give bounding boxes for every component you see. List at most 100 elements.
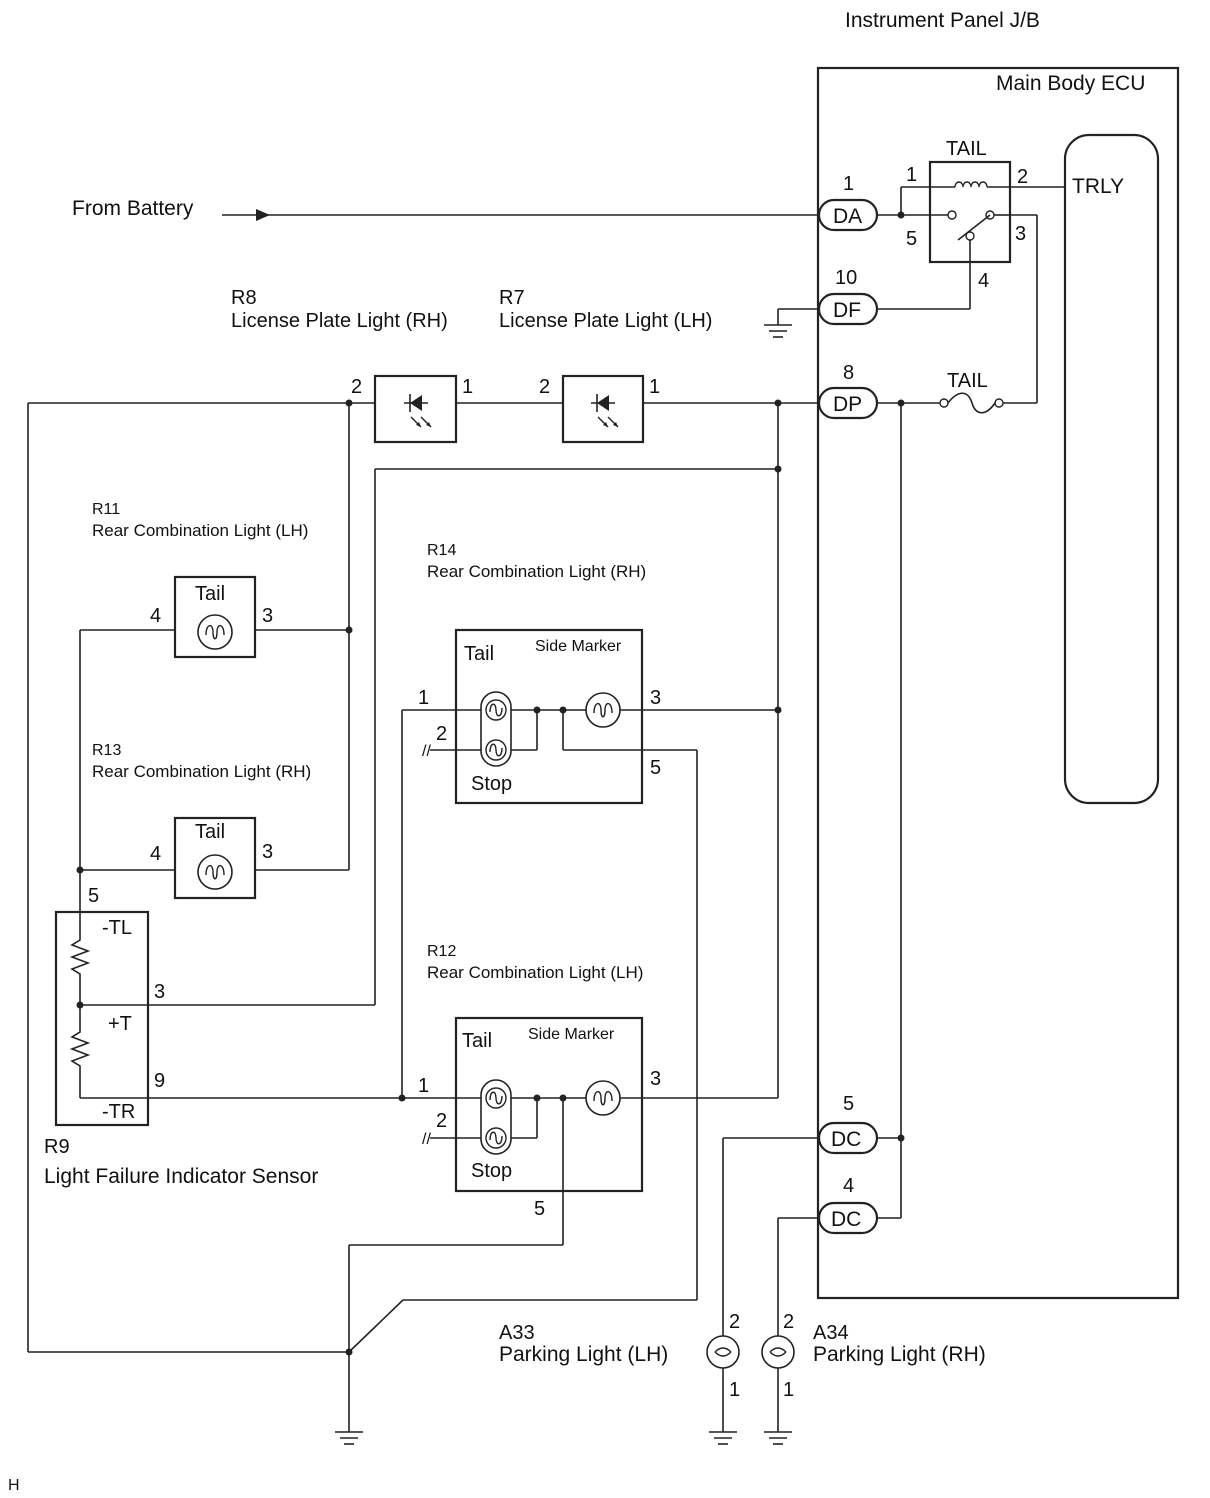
svg-text:DC: DC <box>831 1208 861 1231</box>
svg-text:8: 8 <box>843 362 854 384</box>
ground-a34 <box>763 1431 793 1445</box>
ground-main <box>334 1431 364 1445</box>
battery-arrow <box>256 209 270 221</box>
svg-text:5: 5 <box>650 757 661 779</box>
svg-text:5: 5 <box>534 1198 545 1220</box>
svg-text:1: 1 <box>649 376 660 398</box>
svg-text:Tail: Tail <box>195 583 225 605</box>
r14-name: Rear Combination Light (RH) <box>427 562 646 581</box>
r13-rear-light <box>173 816 257 900</box>
svg-text:5: 5 <box>88 885 99 907</box>
tail-fuse-label: TAIL <box>947 370 988 392</box>
svg-text:2: 2 <box>436 1110 447 1132</box>
relay-pin-2: 2 <box>1017 166 1028 188</box>
r11-code: R11 <box>92 501 120 518</box>
svg-text:1: 1 <box>843 173 854 195</box>
svg-text:2: 2 <box>539 376 550 398</box>
a34-name: Parking Light (RH) <box>813 1343 986 1366</box>
svg-text:1: 1 <box>783 1379 794 1401</box>
svg-text:10: 10 <box>835 267 857 289</box>
svg-text://: // <box>422 743 431 760</box>
svg-text:2: 2 <box>783 1311 794 1333</box>
a33-code: A33 <box>499 1322 535 1344</box>
svg-text:9: 9 <box>154 1070 165 1092</box>
resistor-icon <box>69 1005 91 1098</box>
r8-code: R8 <box>231 287 257 309</box>
r14-code: R14 <box>427 542 456 559</box>
svg-text:Side Marker: Side Marker <box>528 1026 615 1043</box>
r12-rear-light <box>454 1016 644 1193</box>
svg-text:3: 3 <box>262 841 273 863</box>
r7-license-light <box>561 374 645 444</box>
r13-code: R13 <box>92 742 121 759</box>
svg-text:+T: +T <box>108 1013 132 1035</box>
svg-text:Stop: Stop <box>471 773 512 795</box>
svg-text:DF: DF <box>833 299 861 322</box>
svg-text:2: 2 <box>351 376 362 398</box>
a33-name: Parking Light (LH) <box>499 1343 668 1366</box>
ecu-label: Main Body ECU <box>996 72 1145 95</box>
svg-text:1: 1 <box>418 1075 429 1097</box>
svg-text:3: 3 <box>154 981 165 1003</box>
trly-label: TRLY <box>1072 175 1124 198</box>
connector-da: DA 1 <box>817 173 879 232</box>
connector-dc-5: DC 5 <box>817 1093 879 1155</box>
r12-code: R12 <box>427 943 456 960</box>
svg-text:4: 4 <box>843 1175 854 1197</box>
svg-text:Side Marker: Side Marker <box>535 638 622 655</box>
svg-text:1: 1 <box>418 687 429 709</box>
r7-name: License Plate Light (LH) <box>499 310 712 332</box>
svg-text:5: 5 <box>843 1093 854 1115</box>
a33-parking-light <box>706 1335 740 1369</box>
r9-code: R9 <box>44 1136 70 1158</box>
r14-rear-light <box>454 628 644 805</box>
relay-pin-5: 5 <box>906 228 917 250</box>
trly-block <box>1063 133 1160 805</box>
relay-pin-4: 4 <box>978 270 989 292</box>
jb-label: Instrument Panel J/B <box>845 9 1040 32</box>
ground-a33 <box>708 1431 738 1445</box>
r7-code: R7 <box>499 287 525 309</box>
svg-text:DA: DA <box>833 205 862 228</box>
r9-light-failure-sensor <box>54 910 150 1127</box>
svg-text:3: 3 <box>650 687 661 709</box>
svg-text:1: 1 <box>729 1379 740 1401</box>
svg-text:-TR: -TR <box>102 1101 135 1123</box>
svg-text:Stop: Stop <box>471 1160 512 1182</box>
svg-text:Tail: Tail <box>195 821 225 843</box>
r8-name: License Plate Light (RH) <box>231 310 448 332</box>
svg-text:DP: DP <box>833 393 862 416</box>
connector-dp: DP 8 <box>817 362 879 420</box>
svg-text:1: 1 <box>462 376 473 398</box>
r11-name: Rear Combination Light (LH) <box>92 521 308 540</box>
connector-df: DF 10 <box>817 267 879 326</box>
relay-coil <box>954 181 988 188</box>
svg-text:Tail: Tail <box>464 643 494 665</box>
connector-dc-4: DC 4 <box>817 1175 879 1235</box>
from-battery-label: From Battery <box>72 197 194 220</box>
svg-text:4: 4 <box>150 843 161 865</box>
resistor-icon <box>69 912 91 1005</box>
a34-code: A34 <box>813 1322 849 1344</box>
footer-mark: H <box>8 1477 20 1494</box>
tail-relay-label: TAIL <box>946 138 987 160</box>
svg-text:2: 2 <box>729 1311 740 1333</box>
svg-text:DC: DC <box>831 1128 861 1151</box>
relay-pin-1: 1 <box>906 164 917 186</box>
svg-text://: // <box>422 1131 431 1148</box>
r11-rear-light <box>173 575 257 659</box>
r9-name: Light Failure Indicator Sensor <box>44 1165 318 1188</box>
svg-text:3: 3 <box>650 1068 661 1090</box>
svg-text:3: 3 <box>262 605 273 627</box>
svg-text:4: 4 <box>150 605 161 627</box>
r12-name: Rear Combination Light (LH) <box>427 963 643 982</box>
svg-text:Tail: Tail <box>462 1030 492 1052</box>
relay-pin-3: 3 <box>1015 223 1026 245</box>
svg-text:2: 2 <box>436 723 447 745</box>
r8-license-light <box>373 374 458 444</box>
svg-text:-TL: -TL <box>102 917 132 939</box>
tail-fuse <box>947 392 996 414</box>
ground-df <box>763 324 793 338</box>
r13-name: Rear Combination Light (RH) <box>92 762 311 781</box>
